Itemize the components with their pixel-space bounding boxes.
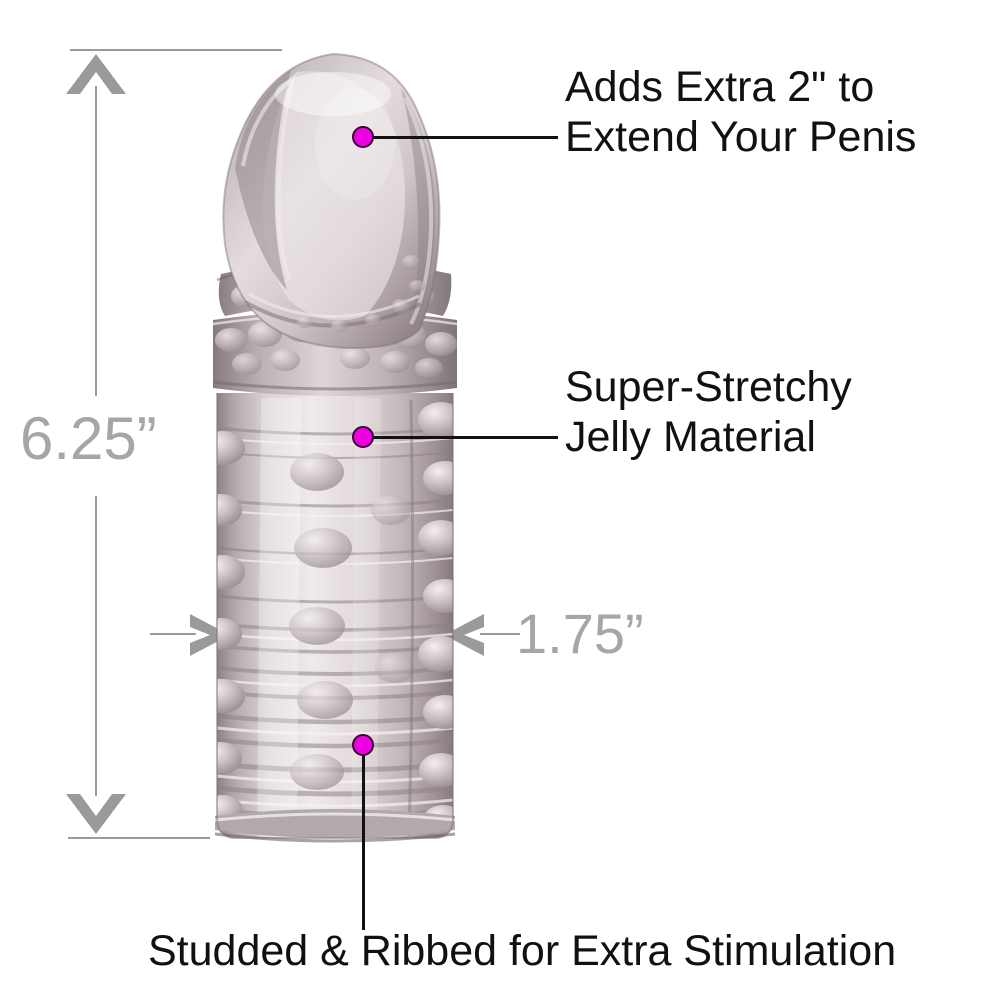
dimension-arrow-right [190,614,230,656]
dimension-arrow-left [444,614,484,656]
dimension-line-width-left [150,633,196,635]
callout-material-line2: Jelly Material [565,413,816,461]
callout-extend-line1: Adds Extra 2" to [565,63,875,111]
product-shaft [214,393,456,843]
callout-leader-texture [362,754,365,930]
product-illustration [212,52,458,843]
product-head [222,52,441,350]
callout-dot-texture[interactable] [352,734,374,756]
callout-label-texture: Studded & Ribbed for Extra Stimulation [148,927,897,975]
callout-leader-extend [372,136,558,139]
dimension-extension-line-top [70,49,282,51]
dimension-line-height-lower [95,496,97,796]
stud-group-left [217,431,245,825]
callout-leader-material [372,436,558,439]
width-dimension-label: 1.75” [516,602,644,665]
dimension-arrow-down [66,794,126,834]
stud-group-center [289,453,415,790]
callout-dot-extend[interactable] [352,126,374,148]
height-dimension-label: 6.25” [20,405,157,472]
callout-extend-line2: Extend Your Penis [565,113,917,161]
callout-material-line1: Super-Stretchy [565,363,852,411]
callout-dot-material[interactable] [352,426,374,448]
dimension-arrow-up [66,54,126,94]
dimension-line-height-upper [95,86,97,396]
dimension-line-width-right [480,633,520,635]
dimension-extension-line-bottom [68,837,210,839]
